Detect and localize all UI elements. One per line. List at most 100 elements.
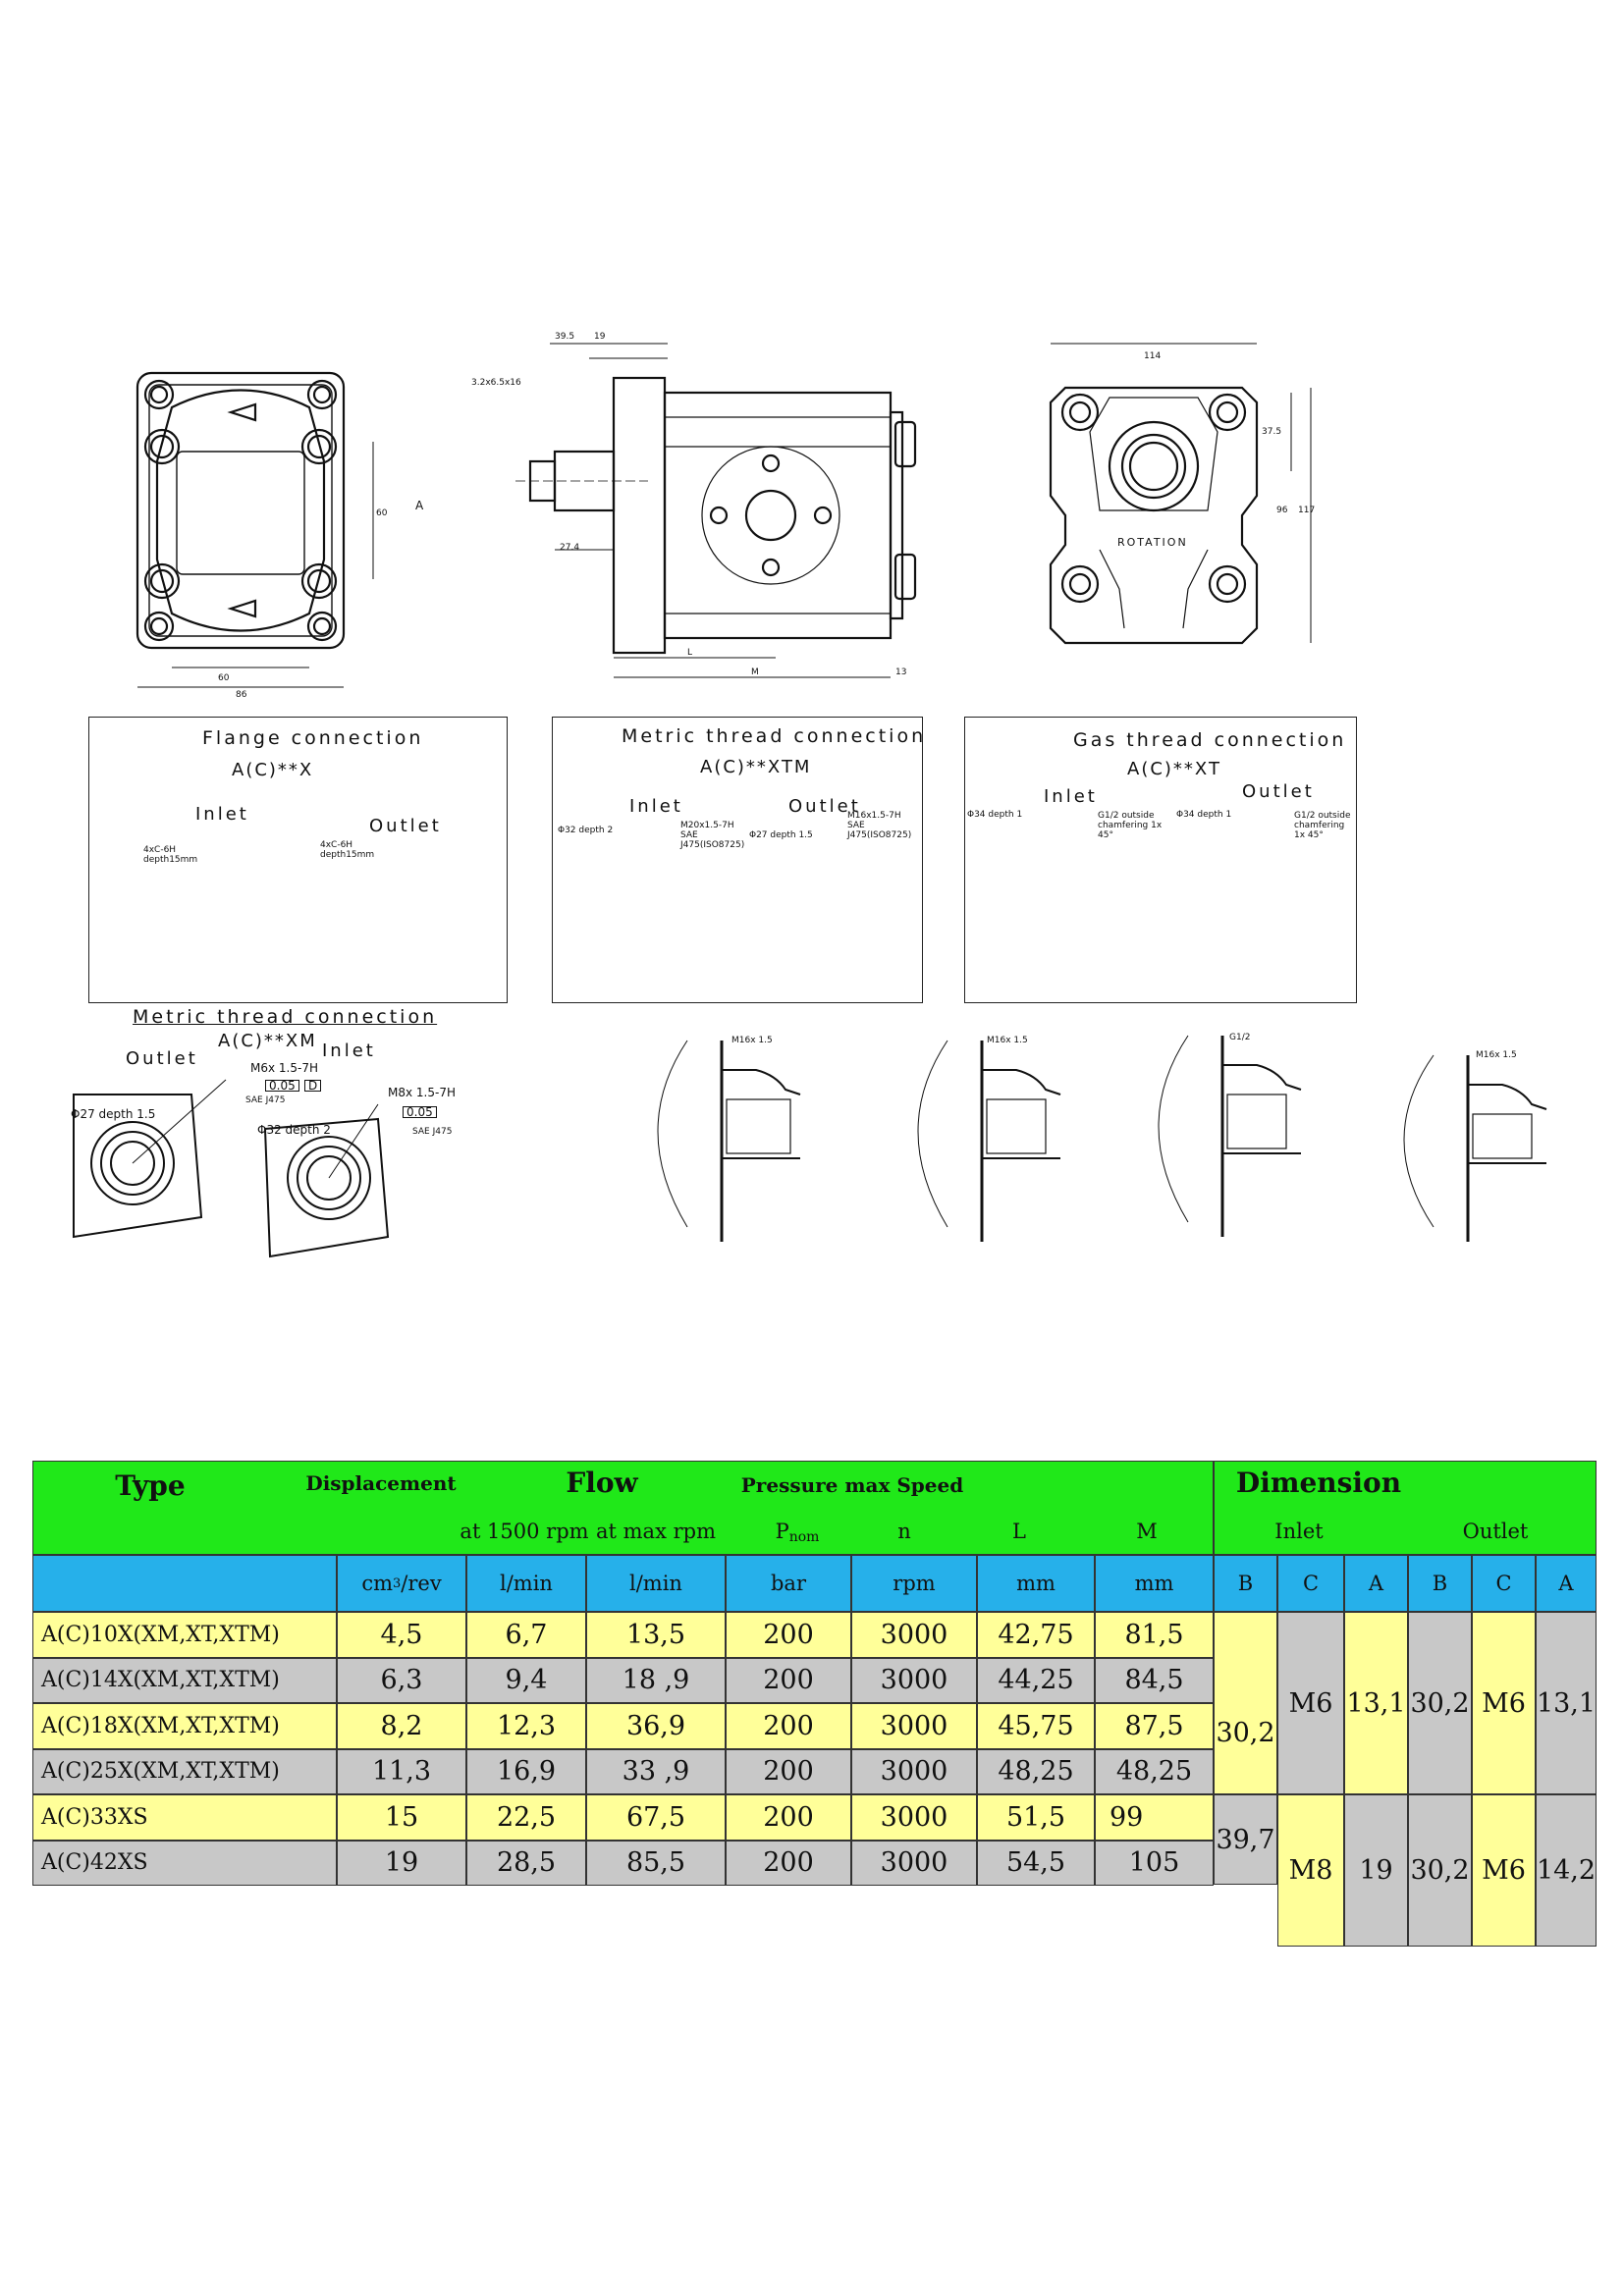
detail-2: [917, 1040, 1061, 1242]
dim2-inlet-A: 19: [1344, 1794, 1408, 1947]
sub-n: n: [897, 1520, 911, 1543]
dim1-inlet-A: 13,1: [1344, 1612, 1408, 1794]
table-cell-disp: 11,3: [337, 1748, 466, 1794]
rear-view: [1049, 343, 1312, 645]
note: M16x1.5-7H SAE J475(ISO8725): [847, 811, 912, 840]
inlet-label: Inlet: [629, 796, 683, 817]
table-cell-f1500: 12,3: [466, 1703, 586, 1749]
table-cell-L: 45,75: [977, 1703, 1095, 1749]
table-cell-f1500: 16,9: [466, 1748, 586, 1794]
sub-M: M: [1136, 1520, 1158, 1543]
panel-metric: Metric thread connection A(C)**XTM Inlet…: [552, 717, 923, 1003]
table-cell-type: A(C)25X(XM,XT,XTM): [32, 1748, 337, 1794]
dim-side-L: L: [687, 648, 693, 658]
label-a: A: [415, 499, 424, 512]
col-type: Type: [115, 1468, 186, 1502]
xm-note: D: [304, 1080, 322, 1092]
unit-B1: B: [1214, 1555, 1277, 1612]
note: Φ34 depth 1: [1176, 810, 1232, 820]
note: G1/2 outside chamfering 1x 45°: [1294, 811, 1351, 840]
dim-side-0: 39.5: [555, 332, 575, 342]
unit-rpm: rpm: [851, 1555, 977, 1612]
dim1-outlet-B: 30,2: [1408, 1612, 1472, 1794]
table-cell-disp: 19: [337, 1840, 466, 1886]
table-cell-n: 3000: [851, 1657, 977, 1703]
units-type: [32, 1555, 337, 1612]
outlet-label: Outlet: [788, 796, 861, 817]
table-cell-type: A(C)18X(XM,XT,XTM): [32, 1703, 337, 1749]
dim-side-1: 19: [594, 332, 606, 342]
xm-note: Φ32 depth 2: [257, 1123, 331, 1137]
note: Φ34 depth 1: [967, 810, 1023, 820]
dim-front-60: 60: [218, 673, 230, 683]
sub-inlet: Inlet: [1274, 1520, 1324, 1543]
table-cell-disp: 15: [337, 1794, 466, 1841]
sub-max: at max rpm: [596, 1520, 716, 1543]
dim2-outlet-B: 30,2: [1408, 1794, 1472, 1947]
unit-C2: C: [1472, 1555, 1536, 1612]
xm-inlet-label: Inlet: [322, 1041, 376, 1061]
unit-C1: C: [1277, 1555, 1344, 1612]
dim2-inlet-C: M8: [1277, 1794, 1344, 1947]
table-cell-n: 3000: [851, 1840, 977, 1886]
table-cell-M: 81,5: [1095, 1612, 1214, 1658]
table-cell-M: 87,5: [1095, 1703, 1214, 1749]
dim2-inlet-B: 39,7: [1214, 1794, 1277, 1885]
spec-table: Type Displacement Flow Pressure max Spee…: [32, 1461, 1597, 1947]
col-dimension: Dimension: [1235, 1466, 1402, 1499]
detail-label: M16x 1.5: [731, 1036, 773, 1045]
xm-note: Φ27 depth 1.5: [71, 1107, 156, 1121]
note: 4xC-6H depth15mm: [143, 845, 198, 865]
note: Φ27 depth 1.5: [749, 830, 813, 840]
unit-A2: A: [1536, 1555, 1597, 1612]
unit-lmin1: l/min: [466, 1555, 586, 1612]
table-cell-fmax: 33 ,9: [586, 1748, 726, 1794]
dim-side-13: 13: [895, 667, 907, 677]
detail-label: M16x 1.5: [1476, 1050, 1517, 1060]
table-cell-M: 105: [1095, 1840, 1214, 1886]
detail-label: G1/2: [1229, 1033, 1251, 1042]
unit-mm2: mm: [1095, 1555, 1214, 1612]
table-cell-f1500: 28,5: [466, 1840, 586, 1886]
xm-note: M8x 1.5-7H: [388, 1086, 456, 1099]
table-cell-n: 3000: [851, 1794, 977, 1841]
table-cell-L: 54,5: [977, 1840, 1095, 1886]
panel-gas: Gas thread connection A(C)**XT Inlet Out…: [964, 717, 1357, 1003]
table-cell-n: 3000: [851, 1748, 977, 1794]
dim1-inlet-B: 30,2: [1214, 1612, 1277, 1794]
xm-outlet-label: Outlet: [126, 1048, 198, 1069]
dim2-outlet-A: 14,2: [1536, 1794, 1597, 1947]
dim-rear-375: 37.5: [1262, 427, 1282, 437]
table-cell-p: 200: [726, 1703, 851, 1749]
note: M20x1.5-7H SAE J475(ISO8725): [680, 821, 745, 850]
dim-front-86: 86: [236, 690, 247, 700]
sub-outlet: Outlet: [1462, 1520, 1529, 1543]
detail-4: [1403, 1054, 1547, 1242]
table-cell-disp: 8,2: [337, 1703, 466, 1749]
dim1-inlet-C: M6: [1277, 1612, 1344, 1794]
panel-code: A(C)**XTM: [700, 757, 812, 777]
table-cell-n: 3000: [851, 1612, 977, 1658]
inlet-label: Inlet: [1044, 786, 1098, 807]
note: Φ32 depth 2: [558, 826, 614, 835]
table-cell-p: 200: [726, 1657, 851, 1703]
front-view: [135, 371, 374, 688]
xm-note: SAE J475: [245, 1095, 286, 1105]
table-cell-type: A(C)33XS: [32, 1794, 337, 1841]
dim1-outlet-A: 13,1: [1536, 1612, 1597, 1794]
detail-label: M16x 1.5: [987, 1036, 1028, 1045]
xm-outlet-sketch: [73, 1079, 227, 1239]
unit-lmin2: l/min: [586, 1555, 726, 1612]
table-cell-f1500: 6,7: [466, 1612, 586, 1658]
table-cell-M: 84,5: [1095, 1657, 1214, 1703]
xm-note: 0.05: [403, 1106, 437, 1118]
table-cell-fmax: 67,5: [586, 1794, 726, 1841]
dim-rear-117: 117: [1298, 506, 1316, 515]
detail-drawings: [73, 1035, 1547, 1258]
table-cell-p: 200: [726, 1748, 851, 1794]
dim-side-274: 27.4: [560, 543, 580, 553]
panel-code: A(C)**X: [232, 760, 314, 780]
table-cell-f1500: 22,5: [466, 1794, 586, 1841]
